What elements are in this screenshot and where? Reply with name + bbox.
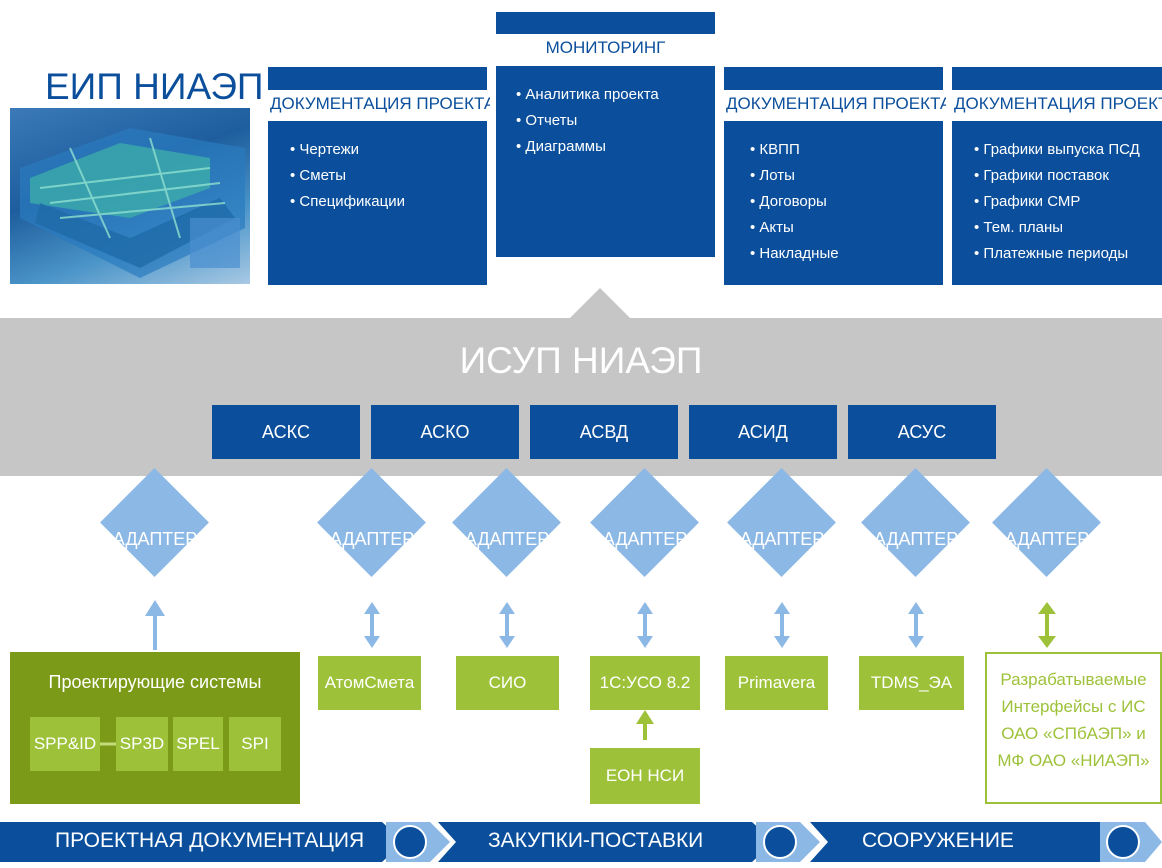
monitoring-box: Аналитика проекта Отчеты Диаграммы — [496, 66, 715, 257]
system-tdms: TDMS_ЭА — [859, 656, 964, 710]
design-system-spi: SPI — [229, 717, 281, 771]
doc-box-3: Графики выпуска ПСД Графики поставок Гра… — [952, 121, 1162, 285]
design-system-spel: SPEL — [173, 717, 223, 771]
adapter-label-3: АДАПТЕР — [464, 529, 550, 549]
list-item: КВПП — [750, 137, 943, 163]
doc-box-1: Чертежи Сметы Спецификации — [268, 121, 487, 285]
subsystem-ascs: АСКС — [212, 405, 360, 459]
system-atomsmeta: АтомСмета — [318, 656, 421, 710]
developed-interfaces-box: Разрабатываемые Интерфейсы с ИС ОАО «СПб… — [985, 652, 1162, 804]
adapter-label-1: АДАПТЕР — [112, 529, 198, 549]
list-item: Графики поставок — [974, 163, 1162, 189]
system-1c-uso: 1С:УСО 8.2 — [590, 656, 700, 710]
list-item: Графики СМР — [974, 189, 1162, 215]
list-item: Диаграммы — [516, 134, 715, 160]
central-title: ИСУП НИАЭП — [459, 340, 703, 381]
list-item: Аналитика проекта — [516, 82, 715, 108]
subsystem-asid: АСИД — [689, 405, 837, 459]
doc-box-2: КВПП Лоты Договоры Акты Накладные — [724, 121, 943, 285]
subsystem-asus: АСУС — [848, 405, 996, 459]
page-title: ЕИП НИАЭП — [45, 66, 264, 107]
plant-3d-image — [10, 108, 250, 284]
list-item: Платежные периоды — [974, 241, 1162, 267]
doc-box-2-header: ДОКУМЕНТАЦИЯ ПРОЕКТА — [726, 94, 946, 113]
system-sio: СИО — [456, 656, 559, 710]
list-item: Отчеты — [516, 108, 715, 134]
doc-box-2-top-bar — [724, 67, 943, 90]
adapter-label-6: АДАПТЕР — [873, 529, 959, 549]
flow-stage-3: СООРУЖЕНИЕ — [862, 829, 1014, 852]
list-item: Сметы — [290, 163, 487, 189]
subsystem-asvd: АСВД — [530, 405, 678, 459]
list-item: Тем. планы — [974, 215, 1162, 241]
design-systems-title: Проектирующие системы — [48, 672, 262, 692]
developed-line-2: Интерфейсы с ИС — [1001, 697, 1146, 716]
system-primavera: Primavera — [725, 656, 828, 710]
list-item: Акты — [750, 215, 943, 241]
flow-band — [0, 822, 1162, 862]
subsystem-asko: АСКО — [371, 405, 519, 459]
system-eon-nsi: ЕОН НСИ — [590, 748, 700, 804]
doc-box-1-top-bar — [268, 67, 487, 90]
flow-stage-1: ПРОЕКТНАЯ ДОКУМЕНТАЦИЯ — [55, 829, 365, 852]
list-item: Лоты — [750, 163, 943, 189]
developed-line-4: МФ ОАО «НИАЭП» — [997, 751, 1150, 770]
doc-box-1-header: ДОКУМЕНТАЦИЯ ПРОЕКТА — [270, 94, 490, 113]
list-item: Накладные — [750, 241, 943, 267]
monitoring-box-top-bar — [496, 12, 715, 34]
adapter-label-7: АДАПТЕР — [1004, 529, 1090, 549]
developed-line-1: Разрабатываемые — [1000, 670, 1147, 689]
design-system-sp3d: SP3D — [116, 717, 168, 771]
list-item: Спецификации — [290, 189, 487, 215]
list-item: Графики выпуска ПСД — [974, 137, 1162, 163]
doc-box-3-header: ДОКУМЕНТАЦИЯ ПРОЕКТА — [954, 94, 1162, 113]
adapter-label-2: АДАПТЕР — [329, 529, 415, 549]
list-item: Договоры — [750, 189, 943, 215]
monitoring-box-header: МОНИТОРИНГ — [545, 38, 666, 57]
doc-box-3-top-bar — [952, 67, 1162, 90]
list-item: Чертежи — [290, 137, 487, 163]
design-system-sppid: SPP&ID — [30, 717, 100, 771]
developed-line-3: ОАО «СПбАЭП» и — [1001, 724, 1146, 743]
adapter-label-5: АДАПТЕР — [739, 529, 825, 549]
connector-arrows — [145, 600, 1056, 740]
adapter-label-4: АДАПТЕР — [602, 529, 688, 549]
flow-stage-2: ЗАКУПКИ-ПОСТАВКИ — [488, 829, 704, 852]
